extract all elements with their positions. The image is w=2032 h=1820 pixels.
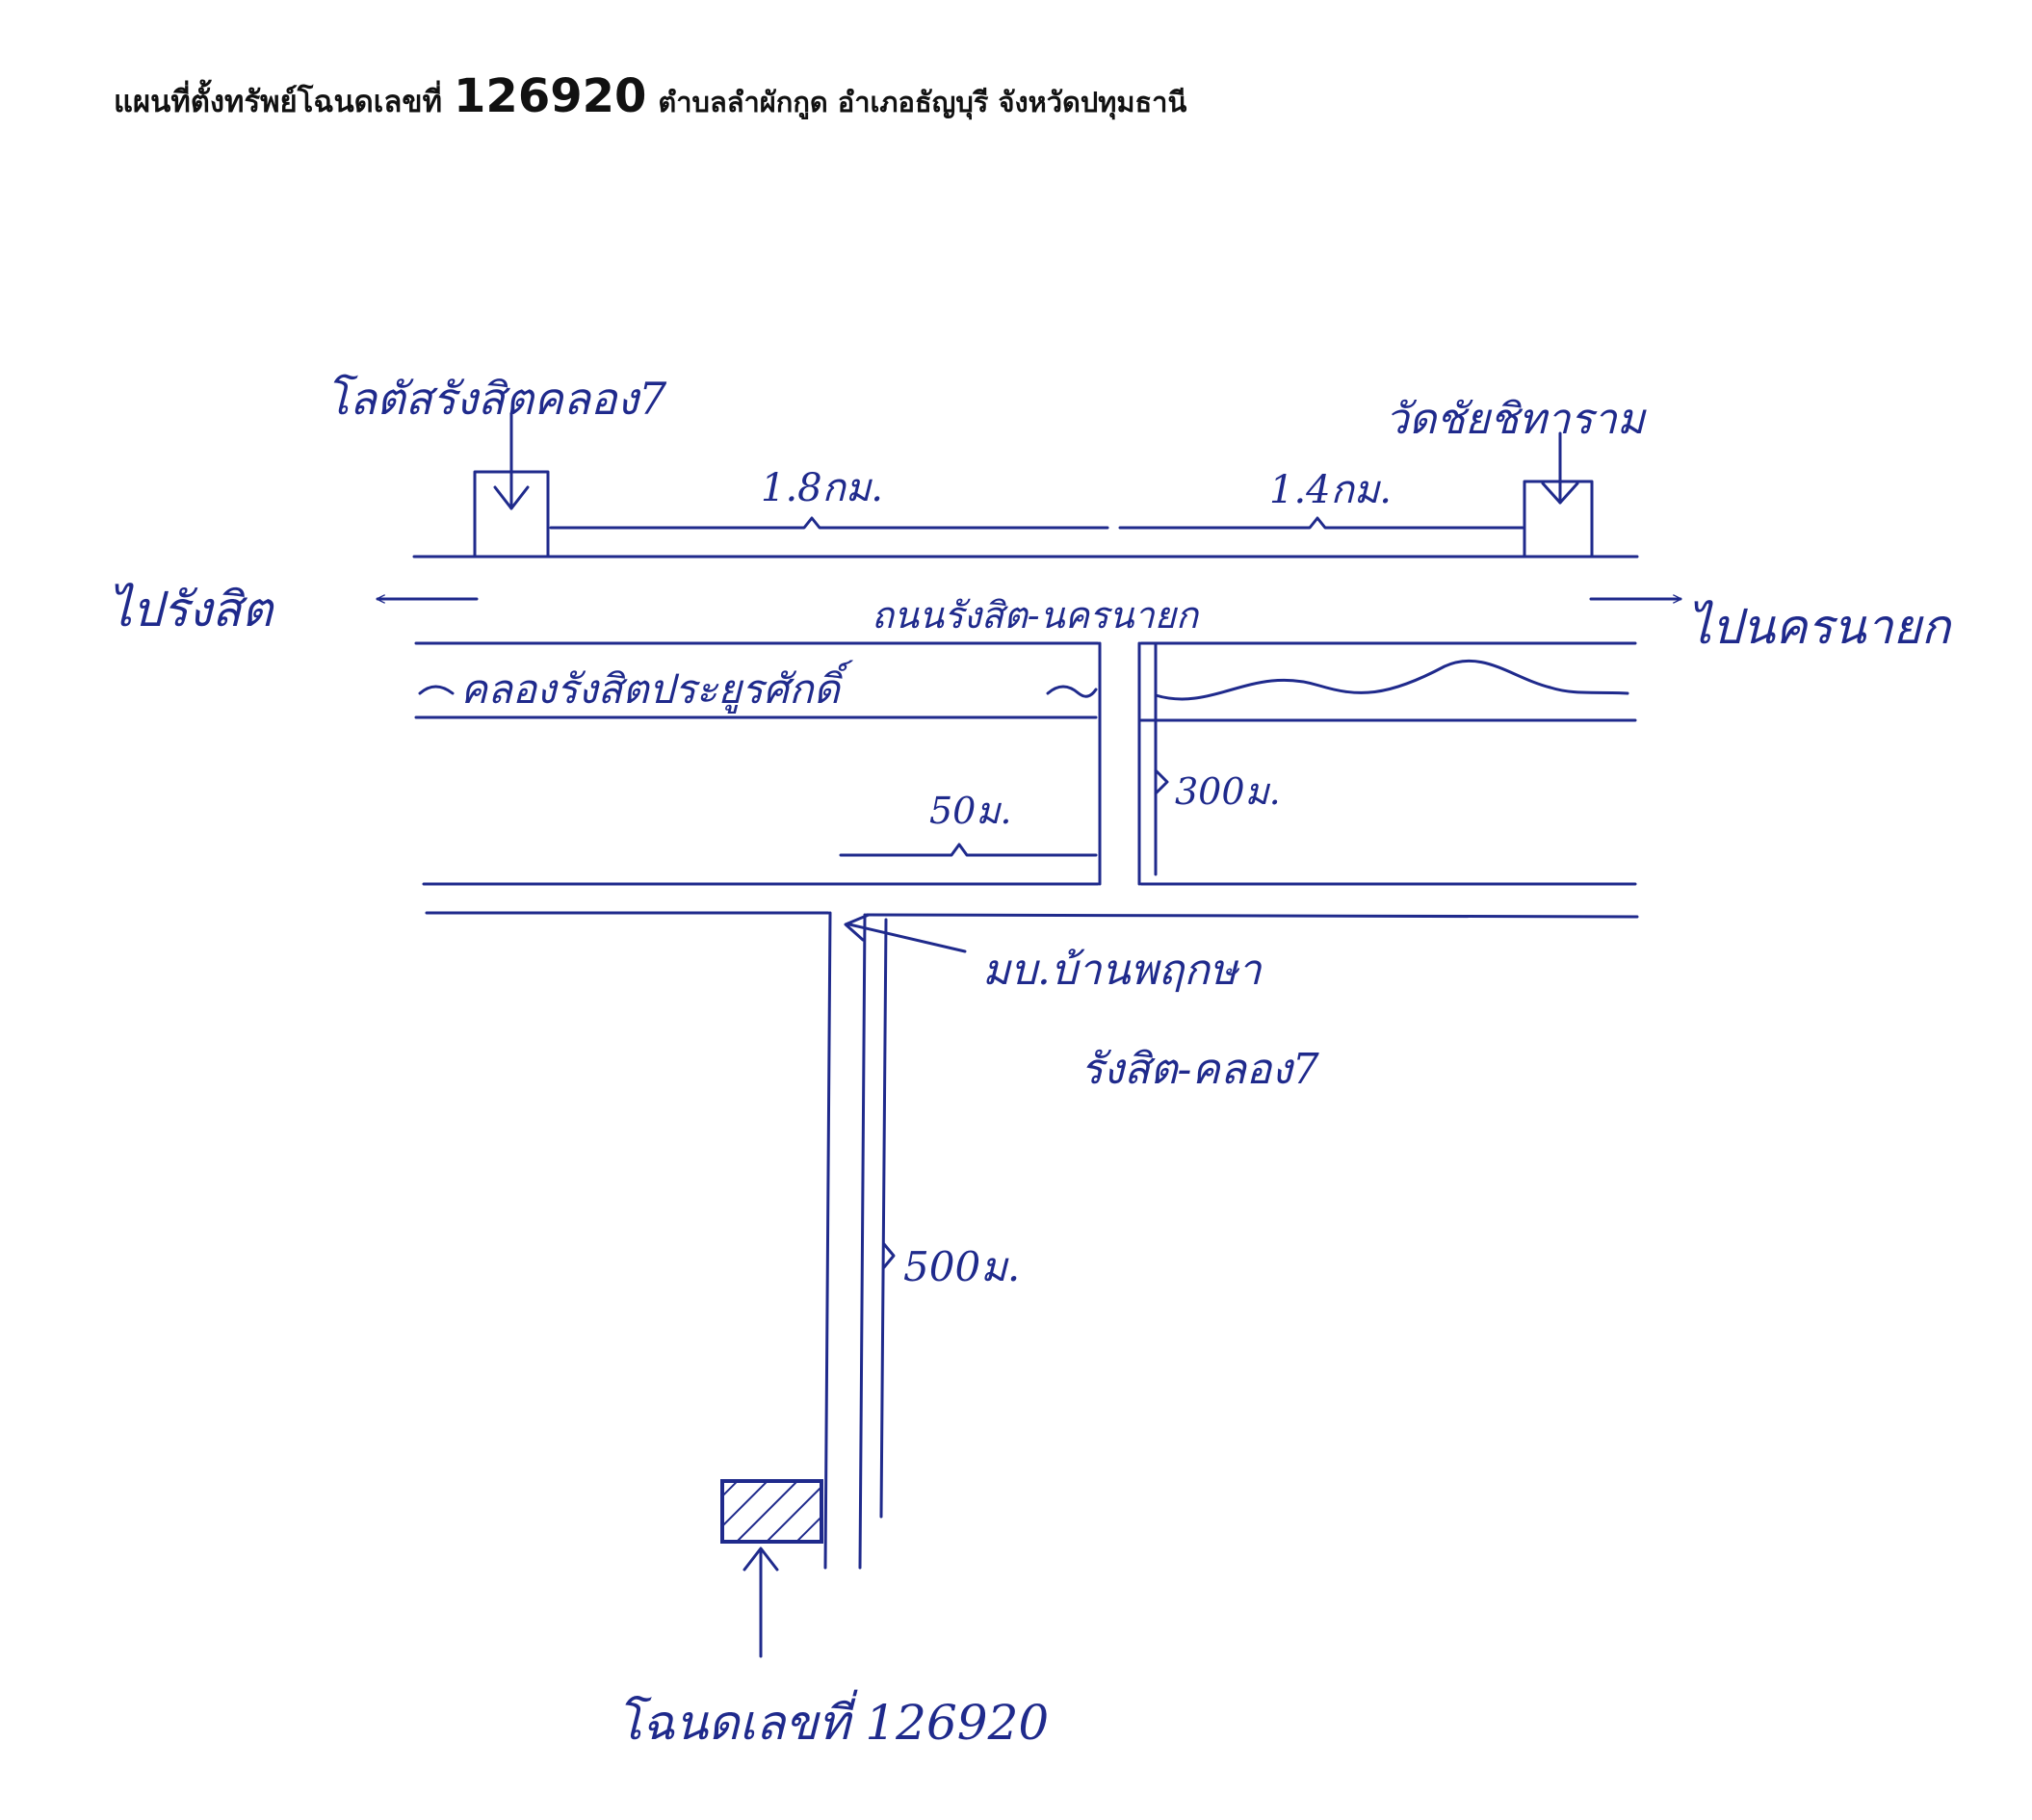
label-village-line1: มบ.บ้านพฤกษา [982,946,1263,995]
canal-wave-left [418,685,455,695]
label-dist-left: 1.8กม. [761,466,883,510]
label-main-road: ถนนรังสิต-นครนายก [872,594,1200,637]
label-to-right: ไปนครนายก [1687,599,1953,655]
page-title: แผนที่ตั้งทรัพย์โฉนดเลขที่ 126920 ตำบลลำผั… [114,69,1186,125]
distance-line-left [549,516,1109,530]
label-dist-500: 500ม. [903,1243,1020,1290]
deed-pointer-arrow-icon [742,1547,779,1572]
village-pointer-line [847,923,967,953]
distance-line-right [1118,516,1524,530]
village-pointer-arrow-icon [844,913,871,942]
canal-wave-mid [1046,685,1098,698]
title-location: ตำบลลำผักกูด อำเภอธัญบุรี จังหวัดปทุมธาน… [658,86,1187,118]
distance-line-50 [839,843,1098,857]
distance-500-tick [882,1242,896,1269]
label-to-left: ไปรังสิต [108,582,275,637]
soi-south-inner-line [879,918,888,1519]
title-deed-number: 126920 [454,69,647,123]
label-dist-300: 300ม. [1175,770,1281,813]
label-deed: โฉนดเลขที่ 126920 [616,1689,1049,1751]
landmark-right-arrow-icon [1541,481,1579,505]
distance-300-tick [1154,768,1169,795]
label-canal: คลองรังสิตประยูรศักดิ์ [460,660,853,714]
label-dist-right: 1.4กม. [1269,468,1392,512]
landmark-right-box [1523,480,1594,559]
label-dist-50: 50ม. [929,790,1011,832]
canal-wave-right [1154,659,1629,701]
label-village-line2: รังสิต-คลอง7 [1081,1045,1319,1094]
frontage-road-bottom-right [865,913,1639,919]
landmark-left-arrow-icon [493,485,530,510]
property-parcel [720,1479,823,1544]
soi-south-west-edge [823,911,832,1570]
label-landmark-left: โลตัสรังสิตคลอง7 [326,373,667,425]
label-landmark-right: วัดชัยชิทาราม [1385,395,1647,444]
title-lead: แผนที่ตั้งทรัพย์โฉนดเลขที่ [114,85,443,119]
soi-south-east-edge [858,913,867,1570]
